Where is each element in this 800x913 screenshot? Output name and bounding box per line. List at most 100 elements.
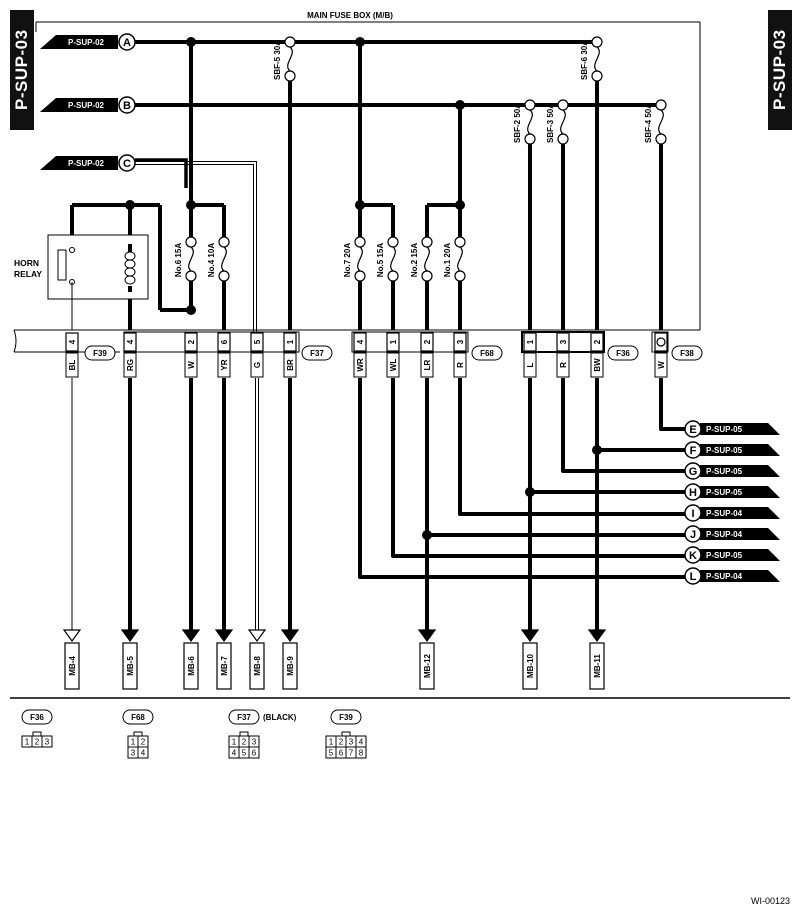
fuse-label: SBF-6 30A (580, 40, 589, 80)
fuse-sbf2: SBF-2 50A (513, 99, 536, 145)
input-ref: P-SUP-02 (68, 38, 105, 47)
legend-cell: 4 (141, 749, 146, 758)
fuse-no2: No.2 15A (410, 236, 433, 282)
pin-f36-1: 1L (523, 332, 537, 378)
input-flag (40, 98, 118, 112)
output-letter: L (690, 571, 697, 583)
legend-cell: 2 (141, 738, 146, 747)
legend-name: F36 (30, 713, 44, 722)
output-j: P-SUP-04J (684, 525, 780, 543)
pin-number: 2 (187, 339, 196, 344)
pin-f37-4: 4RG (123, 332, 137, 378)
legend-cell: 3 (45, 738, 50, 747)
pin-f36-3: 3R (556, 332, 570, 378)
legend-cell: 1 (232, 738, 237, 747)
input-letter: A (123, 37, 131, 49)
pin-f37-1: 1BR (283, 332, 297, 378)
output-letter: G (689, 466, 698, 478)
wire-color: LR (423, 359, 432, 370)
pin-f37-2: 2W (184, 332, 198, 378)
input-ref: P-SUP-02 (68, 159, 105, 168)
pin-number: 4 (68, 339, 77, 344)
input-busbars (135, 40, 661, 107)
pin-f38: W (654, 332, 668, 378)
input-letter: B (123, 100, 131, 112)
fuse-label: SBF-3 50A (546, 103, 555, 143)
terminal-label: MB-11 (593, 654, 602, 678)
output-letter: K (689, 550, 697, 562)
output-letter: I (691, 508, 694, 520)
legend-cell: 2 (339, 738, 344, 747)
terminal-label: MB-10 (526, 653, 535, 678)
wire-color: L (526, 362, 535, 367)
connector-f39: F39 (84, 345, 116, 361)
terminal-label: MB-6 (187, 656, 196, 676)
output-i: P-SUP-04I (684, 504, 780, 522)
wire-color: WL (389, 359, 398, 372)
harness (13, 329, 700, 353)
wire-color: G (253, 362, 262, 368)
pin-f68-4: 4WR (353, 332, 367, 378)
wire-color: W (657, 361, 666, 369)
output-letter: J (690, 529, 696, 541)
pin-f68-3: 3R (453, 332, 467, 378)
legend-cell: 7 (349, 749, 354, 758)
connector-f68: F68 (471, 345, 503, 361)
legend-cell: 2 (35, 738, 40, 747)
pin-f37-5: 5G (250, 332, 264, 378)
legend-name: F68 (131, 713, 145, 722)
terminal-label: MB-8 (253, 656, 262, 676)
wire-color: BR (286, 359, 295, 371)
output-ref: P-SUP-05 (706, 467, 743, 476)
connector-label: F37 (310, 349, 324, 358)
connector-f37: F37 (301, 345, 333, 361)
wire-color: BW (593, 358, 602, 372)
legend-note: (BLACK) (263, 713, 297, 722)
pin-number: 5 (253, 339, 262, 344)
fuse-label: No.1 20A (443, 243, 452, 277)
pin-number: 2 (423, 339, 432, 344)
input-letter: C (123, 158, 131, 170)
pin-number: 1 (286, 339, 295, 344)
wire-color: YR (220, 359, 229, 370)
terminal-label: MB-9 (286, 656, 295, 676)
figure-id: WI-00123 (751, 896, 790, 906)
output-letter: F (690, 445, 697, 457)
fuse-no5: No.5 15A (376, 236, 399, 282)
input-circle (118, 33, 136, 51)
wire-color: WR (356, 358, 365, 372)
terminal-mb-12: MB-12 (417, 629, 437, 690)
pin-number: 4 (126, 339, 135, 344)
legend-cell: 1 (131, 738, 136, 747)
terminal-mb-8: MB-8 (247, 629, 267, 690)
wire-color: R (559, 362, 568, 368)
output-ref: P-SUP-05 (706, 425, 743, 434)
fuse-sbf4: SBF-4 50A (644, 99, 667, 145)
terminal-label: MB-5 (126, 656, 135, 676)
fuse-no1: No.1 20A (443, 236, 466, 282)
legend-cell: 3 (131, 749, 136, 758)
legend-name: F37 (237, 713, 251, 722)
fuse-box-wires (70, 42, 663, 330)
output-l: P-SUP-04L (684, 567, 780, 585)
terminal-label: MB-7 (220, 656, 229, 676)
fuse-label: SBF-5 30A (273, 40, 282, 80)
legend-cell: 1 (329, 738, 334, 747)
legend-name: F39 (339, 713, 353, 722)
terminal-mb-6: MB-6 (181, 629, 201, 690)
wire-color: RG (126, 359, 135, 371)
fuse-no6: No.6 15A (174, 236, 197, 282)
output-f: P-SUP-05F (684, 441, 780, 459)
input-flag (40, 156, 118, 170)
legend-cell: 1 (25, 738, 30, 747)
fuse-label: No.2 15A (410, 243, 419, 277)
legend-cell: 4 (232, 749, 237, 758)
fuse-label: No.7 20A (343, 243, 352, 277)
wire-color: W (187, 361, 196, 369)
connector-f38: F38 (671, 345, 703, 361)
fuse-label: No.4 10A (207, 243, 216, 277)
output-h: P-SUP-05H (684, 483, 780, 501)
wire-color: R (456, 362, 465, 368)
